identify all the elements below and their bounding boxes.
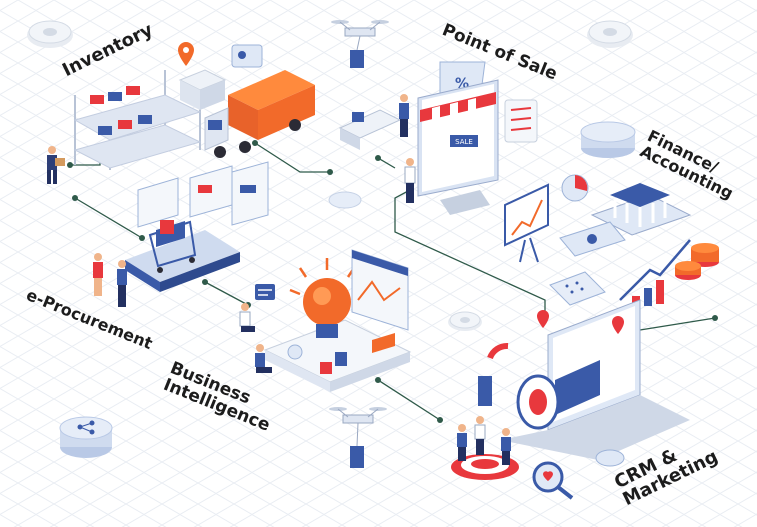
disc-icon: [328, 191, 362, 209]
map-card-icon: [231, 44, 263, 68]
drone-icon: [329, 407, 387, 468]
analyst-figure: [239, 303, 255, 332]
database-disc-icon: [580, 121, 636, 158]
coin-stack-icon: [675, 243, 719, 280]
sale-sign: SALE: [455, 138, 473, 146]
chat-bubble-icon: [255, 284, 275, 300]
growth-chart-easel: [504, 183, 549, 263]
procurement-platform: [125, 230, 240, 292]
speech-bubble-icon: [595, 449, 625, 467]
shopping-cart-icon: [148, 220, 197, 273]
analytics-chart-panel: [351, 249, 409, 331]
gear-icon: [448, 311, 482, 331]
customer-figure: [404, 158, 416, 203]
cashier-figure: [399, 94, 409, 137]
bi-platform: [263, 319, 412, 392]
worker-figure: [47, 146, 65, 184]
browser-window-icon: [137, 161, 269, 228]
team-figures: [457, 416, 511, 465]
checklist-panel: [504, 99, 538, 143]
drone-icon: [331, 20, 389, 68]
magnet-icon: [478, 343, 509, 406]
cardboard-boxes: [178, 69, 227, 110]
cash-bill-icon: [559, 221, 626, 257]
buyer-figure-woman: [93, 253, 103, 296]
inventory-shelves: [73, 70, 202, 170]
magnifier-heart-icon: [532, 461, 574, 500]
location-pin-icon: [178, 42, 194, 66]
bank-building-icon: [590, 183, 692, 236]
megaphone-icon: [516, 360, 600, 430]
connector-lines: [70, 142, 716, 421]
calculator-icon: [549, 271, 606, 306]
buyer-figure-man: [117, 260, 127, 307]
gear-icon: [27, 20, 73, 48]
gear-icon: [587, 20, 633, 48]
location-pin-icon: [612, 316, 624, 334]
location-pin-icon: [537, 310, 549, 328]
network-disc-icon: [59, 416, 113, 458]
online-store-monitor: SALE: [417, 79, 499, 215]
light-bulb-icon: [289, 258, 365, 338]
pie-chart-icon: [561, 174, 589, 202]
delivery-truck-icon: [204, 70, 315, 158]
analyst-seated-figure: [255, 344, 272, 373]
bi-bar-blocks: [287, 333, 395, 374]
